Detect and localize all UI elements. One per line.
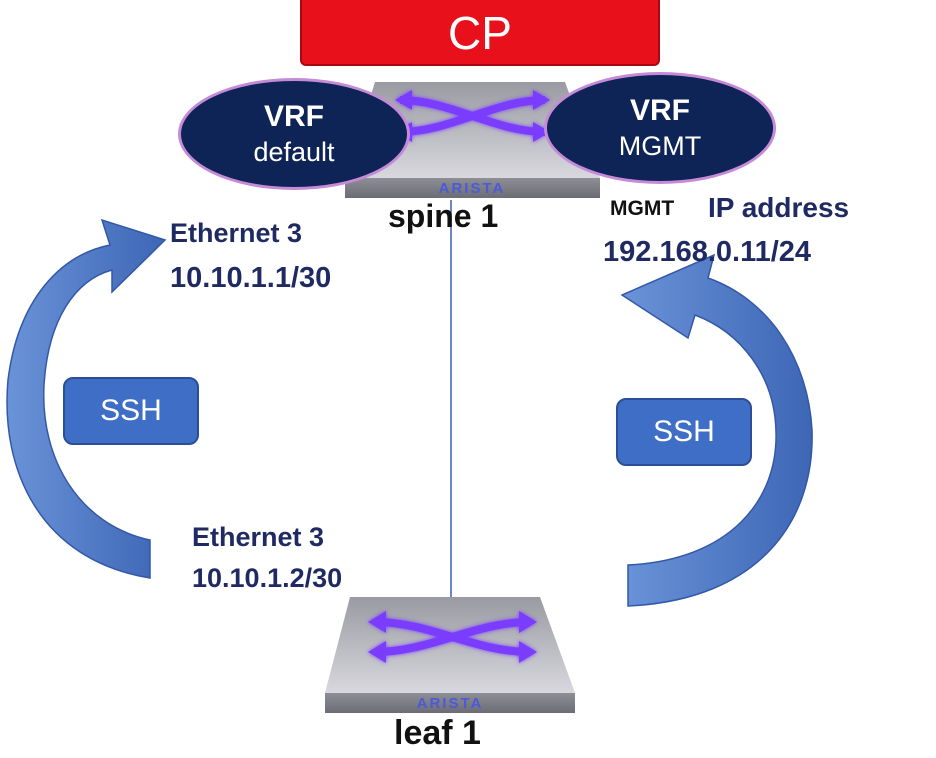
mgmt-ip-label: IP address: [708, 192, 850, 223]
mgmt-ip-address: 192.168.0.11/24: [603, 236, 812, 268]
spine-label: spine 1: [388, 198, 499, 234]
spine-ethernet-name: Ethernet 3: [170, 218, 303, 248]
mgmt-prefix: MGMT: [610, 197, 675, 220]
vrf-mgmt-title: VRF: [630, 94, 690, 127]
vrf-default-name: default: [253, 137, 335, 167]
leaf-ethernet-name: Ethernet 3: [192, 522, 325, 552]
leaf-brand-logo: ARISTA: [417, 695, 484, 712]
control-plane-label: CP: [448, 7, 512, 59]
vrf-mgmt-name: MGMT: [618, 131, 702, 161]
left-ssh-curved-arrow-icon: [6, 218, 167, 579]
leaf-switch: ARISTA: [325, 597, 575, 713]
leaf-ethernet-ip: 10.10.1.2/30: [192, 563, 343, 593]
right-ssh-curved-arrow-icon: [620, 253, 813, 607]
vrf-default-ellipse: VRF default: [178, 78, 410, 190]
ssh-left-badge: SSH: [63, 377, 199, 445]
spine-switch: ARISTA: [345, 82, 600, 198]
ssh-right-badge: SSH: [616, 398, 752, 466]
spine-ethernet-ip: 10.10.1.1/30: [170, 262, 332, 294]
spine-brand-logo: ARISTA: [439, 180, 506, 197]
leaf-crossover-arrows-icon: [368, 611, 537, 663]
control-plane-box: [300, 0, 660, 66]
vrf-default-title: VRF: [264, 100, 324, 133]
leaf-label: leaf 1: [394, 714, 481, 752]
vrf-mgmt-ellipse: VRF MGMT: [544, 72, 776, 184]
